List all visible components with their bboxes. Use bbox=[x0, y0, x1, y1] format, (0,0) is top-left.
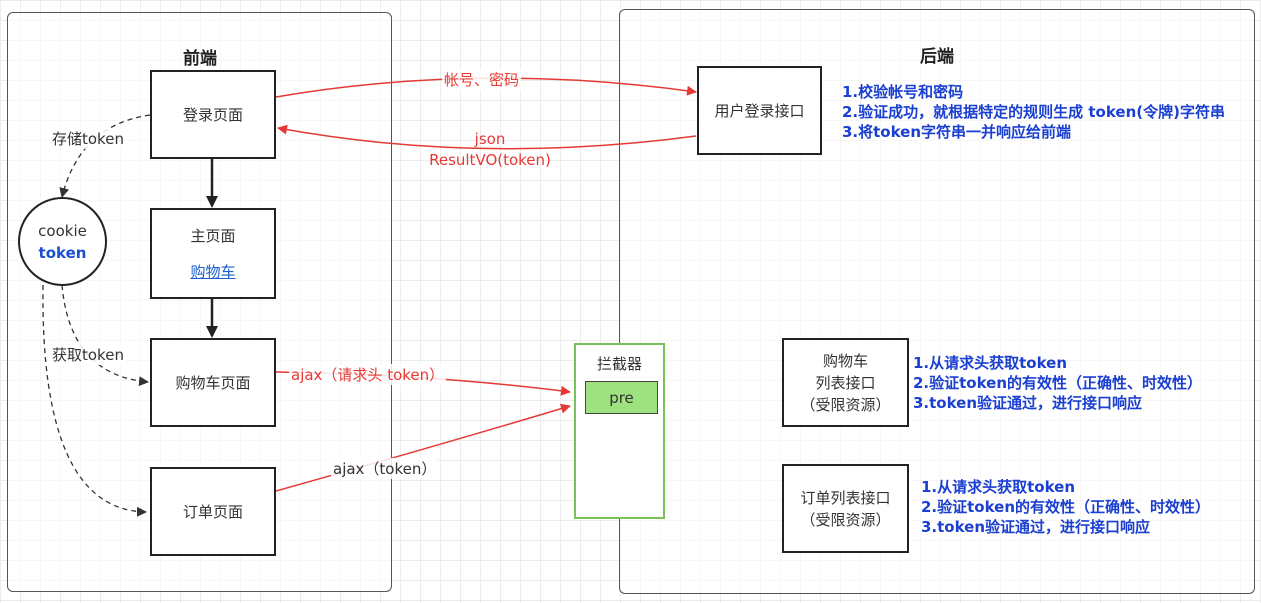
order-api-notes: 1.从请求头获取token 2.验证token的有效性（正确性、时效性） 3.t… bbox=[921, 477, 1210, 537]
cart-api-notes: 1.从请求头获取token 2.验证token的有效性（正确性、时效性） 3.t… bbox=[913, 353, 1202, 413]
response-object-label: ResultVO(token) bbox=[429, 151, 551, 169]
backend-title: 后端 bbox=[920, 47, 954, 67]
cookie-token-label: token bbox=[38, 243, 87, 262]
cart-link[interactable]: 购物车 bbox=[190, 262, 236, 281]
store-token-label: 存储token bbox=[50, 128, 126, 149]
login-page-label: 登录页面 bbox=[182, 105, 243, 124]
order-api-line-2: （受限资源） bbox=[800, 510, 891, 529]
login-step-2: 2.验证成功，就根据特定的规则生成 token(令牌)字符串 bbox=[842, 103, 1225, 121]
cart-page-label: 购物车页面 bbox=[175, 373, 251, 392]
cart-step-3: 3.token验证通过，进行接口响应 bbox=[913, 394, 1143, 412]
order-page-label: 订单页面 bbox=[182, 502, 243, 521]
get-token-label: 获取token bbox=[50, 344, 126, 365]
user-login-api-label: 用户登录接口 bbox=[714, 101, 805, 120]
response-json-label: json bbox=[474, 130, 506, 148]
interceptor-title: 拦截器 bbox=[596, 355, 642, 373]
cart-step-1: 1.从请求头获取token bbox=[913, 354, 1068, 372]
order-page-box[interactable]: 订单页面 bbox=[150, 467, 276, 556]
pre-label: pre bbox=[609, 388, 634, 407]
order-api-line-1: 订单列表接口 bbox=[800, 488, 891, 507]
cart-list-api-box[interactable]: 购物车 列表接口 （受限资源） bbox=[782, 338, 909, 427]
cart-api-line-1: 购物车 bbox=[822, 351, 868, 370]
frontend-title: 前端 bbox=[183, 49, 217, 69]
cart-step-2: 2.验证token的有效性（正确性、时效性） bbox=[913, 374, 1203, 392]
interceptor-box[interactable]: 拦截器 pre bbox=[574, 343, 665, 519]
order-list-api-box[interactable]: 订单列表接口 （受限资源） bbox=[782, 464, 909, 553]
login-step-1: 1.校验帐号和密码 bbox=[842, 83, 964, 101]
order-step-3: 3.token验证通过，进行接口响应 bbox=[921, 518, 1151, 536]
home-page-box[interactable]: 主页面 购物车 bbox=[150, 208, 276, 299]
cart-api-line-2: 列表接口 bbox=[815, 373, 876, 392]
user-login-api-box[interactable]: 用户登录接口 bbox=[697, 66, 822, 155]
ajax-header-label: ajax（请求头 token） bbox=[289, 364, 447, 385]
login-api-notes: 1.校验帐号和密码 2.验证成功，就根据特定的规则生成 token(令牌)字符串… bbox=[842, 82, 1225, 142]
cart-page-box[interactable]: 购物车页面 bbox=[150, 338, 276, 427]
cookie-label: cookie bbox=[38, 221, 87, 240]
login-step-3: 3.将token字符串一并响应给前端 bbox=[842, 123, 1072, 141]
login-page-box[interactable]: 登录页面 bbox=[150, 70, 276, 159]
ajax-token-label: ajax（token） bbox=[331, 458, 439, 479]
cart-api-line-3: （受限资源） bbox=[800, 395, 891, 414]
home-page-label: 主页面 bbox=[190, 226, 236, 245]
order-step-2: 2.验证token的有效性（正确性、时效性） bbox=[921, 498, 1211, 516]
cookie-circle: cookie token bbox=[18, 197, 107, 286]
order-step-1: 1.从请求头获取token bbox=[921, 478, 1076, 496]
pre-handler-box[interactable]: pre bbox=[585, 381, 658, 414]
credentials-label: 帐号、密码 bbox=[442, 69, 522, 90]
response-label: json ResultVO(token) bbox=[425, 129, 555, 171]
